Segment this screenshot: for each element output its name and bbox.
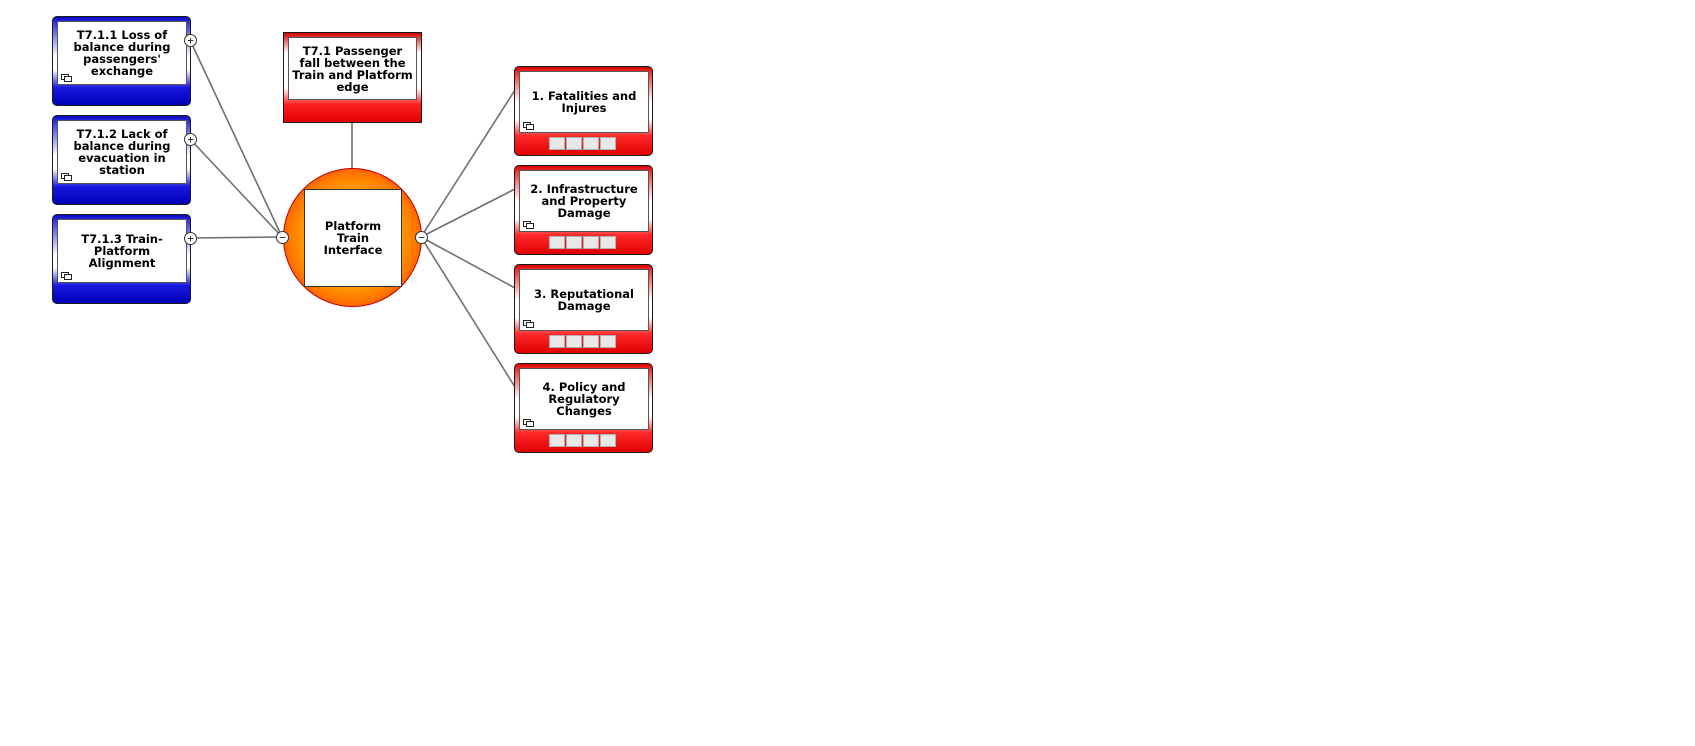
consequence-label-box: 4. Policy and Regulatory Changes — [519, 368, 649, 430]
risk-slot — [600, 236, 616, 249]
risk-slot — [566, 335, 582, 348]
hazard-label: T7.1 Passenger fall between the Train an… — [292, 43, 413, 94]
top-event-label: Platform Train Interface — [323, 219, 383, 257]
risk-slot — [566, 236, 582, 249]
threat-connector — [189, 39, 283, 238]
threat-expand-toggle[interactable]: + — [184, 232, 197, 245]
risk-slot — [600, 434, 616, 447]
consequence-label: 1. Fatalities and Injures — [531, 89, 637, 115]
consequence-connector — [420, 188, 516, 238]
threat-expand-toggle[interactable]: + — [184, 133, 197, 146]
hazard-label-box: T7.1 Passenger fall between the Train an… — [288, 37, 417, 100]
hazard-node[interactable]: T7.1 Passenger fall between the Train an… — [283, 32, 422, 123]
risk-slot — [583, 434, 599, 447]
consequence-connector — [420, 89, 516, 238]
risk-slot — [549, 236, 565, 249]
risk-slot — [583, 236, 599, 249]
risk-slot — [600, 137, 616, 150]
linked-windows-icon — [523, 122, 534, 130]
consequence-node[interactable]: 3. Reputational Damage — [514, 264, 653, 354]
threat-label-box: T7.1.3 Train-Platform Alignment — [57, 219, 187, 283]
consequence-connector — [420, 236, 516, 289]
threat-label: T7.1.1 Loss of balance during passengers… — [73, 28, 171, 78]
linked-windows-icon — [523, 320, 534, 328]
top-event-left-collapse-toggle[interactable]: − — [276, 231, 289, 244]
threat-node[interactable]: T7.1.2 Lack of balance during evacuation… — [52, 115, 191, 205]
linked-windows-icon — [61, 272, 72, 280]
risk-slot — [566, 137, 582, 150]
consequence-label: 3. Reputational Damage — [534, 287, 634, 313]
threat-connector — [189, 236, 283, 239]
linked-windows-icon — [523, 419, 534, 427]
risk-slot — [583, 137, 599, 150]
linked-windows-icon — [61, 173, 72, 181]
risk-matrix-strip — [549, 434, 616, 447]
threat-node[interactable]: T7.1.1 Loss of balance during passengers… — [52, 16, 191, 106]
risk-slot — [549, 434, 565, 447]
consequence-label: 2. Infrastructure and Property Damage — [530, 182, 638, 220]
risk-slot — [566, 434, 582, 447]
risk-matrix-strip — [549, 335, 616, 348]
threat-label-box: T7.1.1 Loss of balance during passengers… — [57, 21, 187, 85]
threat-label: T7.1.3 Train-Platform Alignment — [81, 232, 163, 270]
risk-slot — [583, 335, 599, 348]
risk-slot — [549, 137, 565, 150]
threat-label: T7.1.2 Lack of balance during evacuation… — [73, 127, 171, 177]
threat-node[interactable]: T7.1.3 Train-Platform Alignment — [52, 214, 191, 304]
consequence-label-box: 1. Fatalities and Injures — [519, 71, 649, 133]
risk-matrix-strip — [549, 236, 616, 249]
consequence-node[interactable]: 4. Policy and Regulatory Changes — [514, 363, 653, 453]
top-event-right-collapse-toggle[interactable]: − — [415, 231, 428, 244]
consequence-label-box: 2. Infrastructure and Property Damage — [519, 170, 649, 232]
consequence-label: 4. Policy and Regulatory Changes — [542, 380, 626, 418]
consequence-node[interactable]: 2. Infrastructure and Property Damage — [514, 165, 653, 255]
risk-matrix-strip — [549, 137, 616, 150]
threat-connector — [189, 138, 283, 238]
threat-label-box: T7.1.2 Lack of balance during evacuation… — [57, 120, 187, 184]
top-event-label-box: Platform Train Interface — [304, 189, 402, 287]
risk-slot — [600, 335, 616, 348]
consequence-connector — [420, 236, 516, 388]
linked-windows-icon — [523, 221, 534, 229]
consequence-label-box: 3. Reputational Damage — [519, 269, 649, 331]
risk-slot — [549, 335, 565, 348]
consequence-node[interactable]: 1. Fatalities and Injures — [514, 66, 653, 156]
linked-windows-icon — [61, 74, 72, 82]
threat-expand-toggle[interactable]: + — [184, 34, 197, 47]
top-event-node[interactable]: Platform Train Interface — [283, 168, 422, 307]
